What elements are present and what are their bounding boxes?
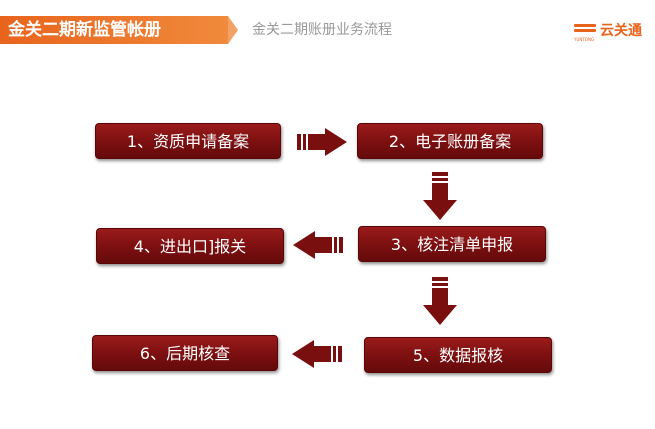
header: 金关二期新监管帐册 金关二期账册业务流程 YUNTONG 云关通	[0, 0, 655, 44]
page-subtitle: 金关二期账册业务流程	[252, 22, 392, 38]
title-arrow-decoration	[228, 16, 238, 44]
brand-name: 云关通	[600, 23, 642, 39]
step-4-box: 4、进出口]报关	[96, 228, 284, 264]
step-2-box: 2、电子账册备案	[357, 123, 543, 159]
step-1-box: 1、资质申请备案	[95, 123, 281, 159]
brand-mark-icon	[574, 24, 596, 36]
step-5-box: 5、数据报核	[364, 337, 552, 373]
page-title: 金关二期新监管帐册	[0, 16, 228, 44]
step-3-box: 3、核注清单申报	[358, 226, 546, 262]
brand-sub-text: YUNTONG	[574, 37, 595, 42]
arrow-left-icon	[292, 340, 342, 368]
step-6-box: 6、后期核查	[92, 335, 278, 371]
arrow-right-icon	[297, 128, 347, 156]
arrow-down-icon	[423, 277, 457, 325]
arrow-left-icon	[293, 231, 343, 259]
arrow-down-icon	[423, 172, 457, 220]
